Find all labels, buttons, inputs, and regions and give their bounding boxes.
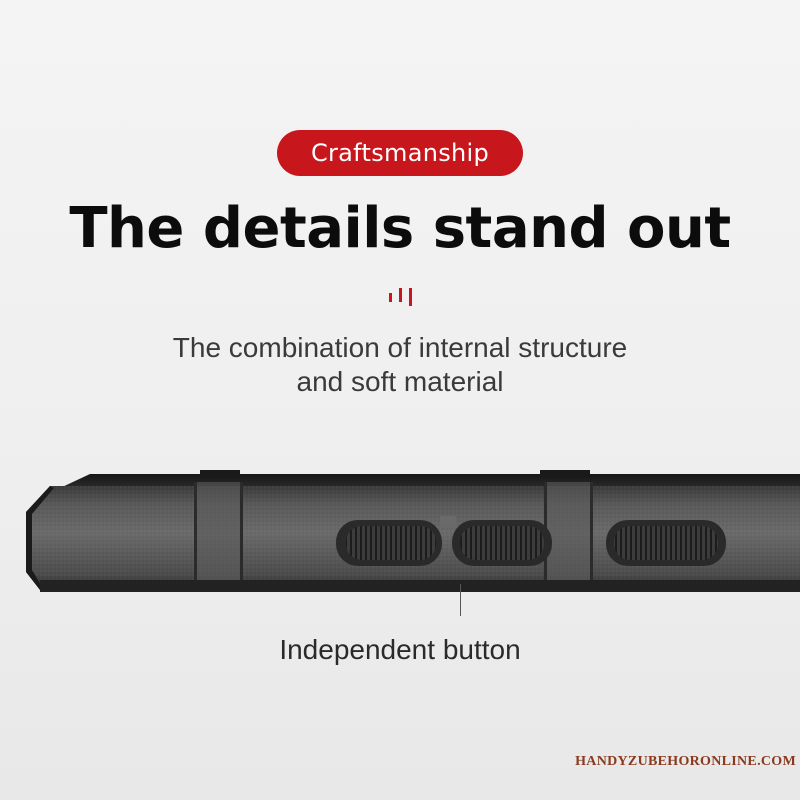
badge-label: Craftsmanship — [310, 139, 490, 167]
headline: The details stand out — [69, 196, 731, 261]
callout-line — [460, 584, 461, 616]
craftsmanship-badge: Craftsmanship — [277, 130, 523, 176]
watermark: HANDYZUBEHORONLINE.COM — [575, 754, 796, 769]
red-divider-mark — [389, 288, 413, 306]
phone-case-side-buttons-icon — [26, 470, 800, 592]
subtitle-line-1: The combination of internal structure — [172, 332, 628, 363]
subtitle-line-2: and soft material — [296, 366, 504, 397]
independent-button-caption: Independent button — [279, 634, 521, 665]
